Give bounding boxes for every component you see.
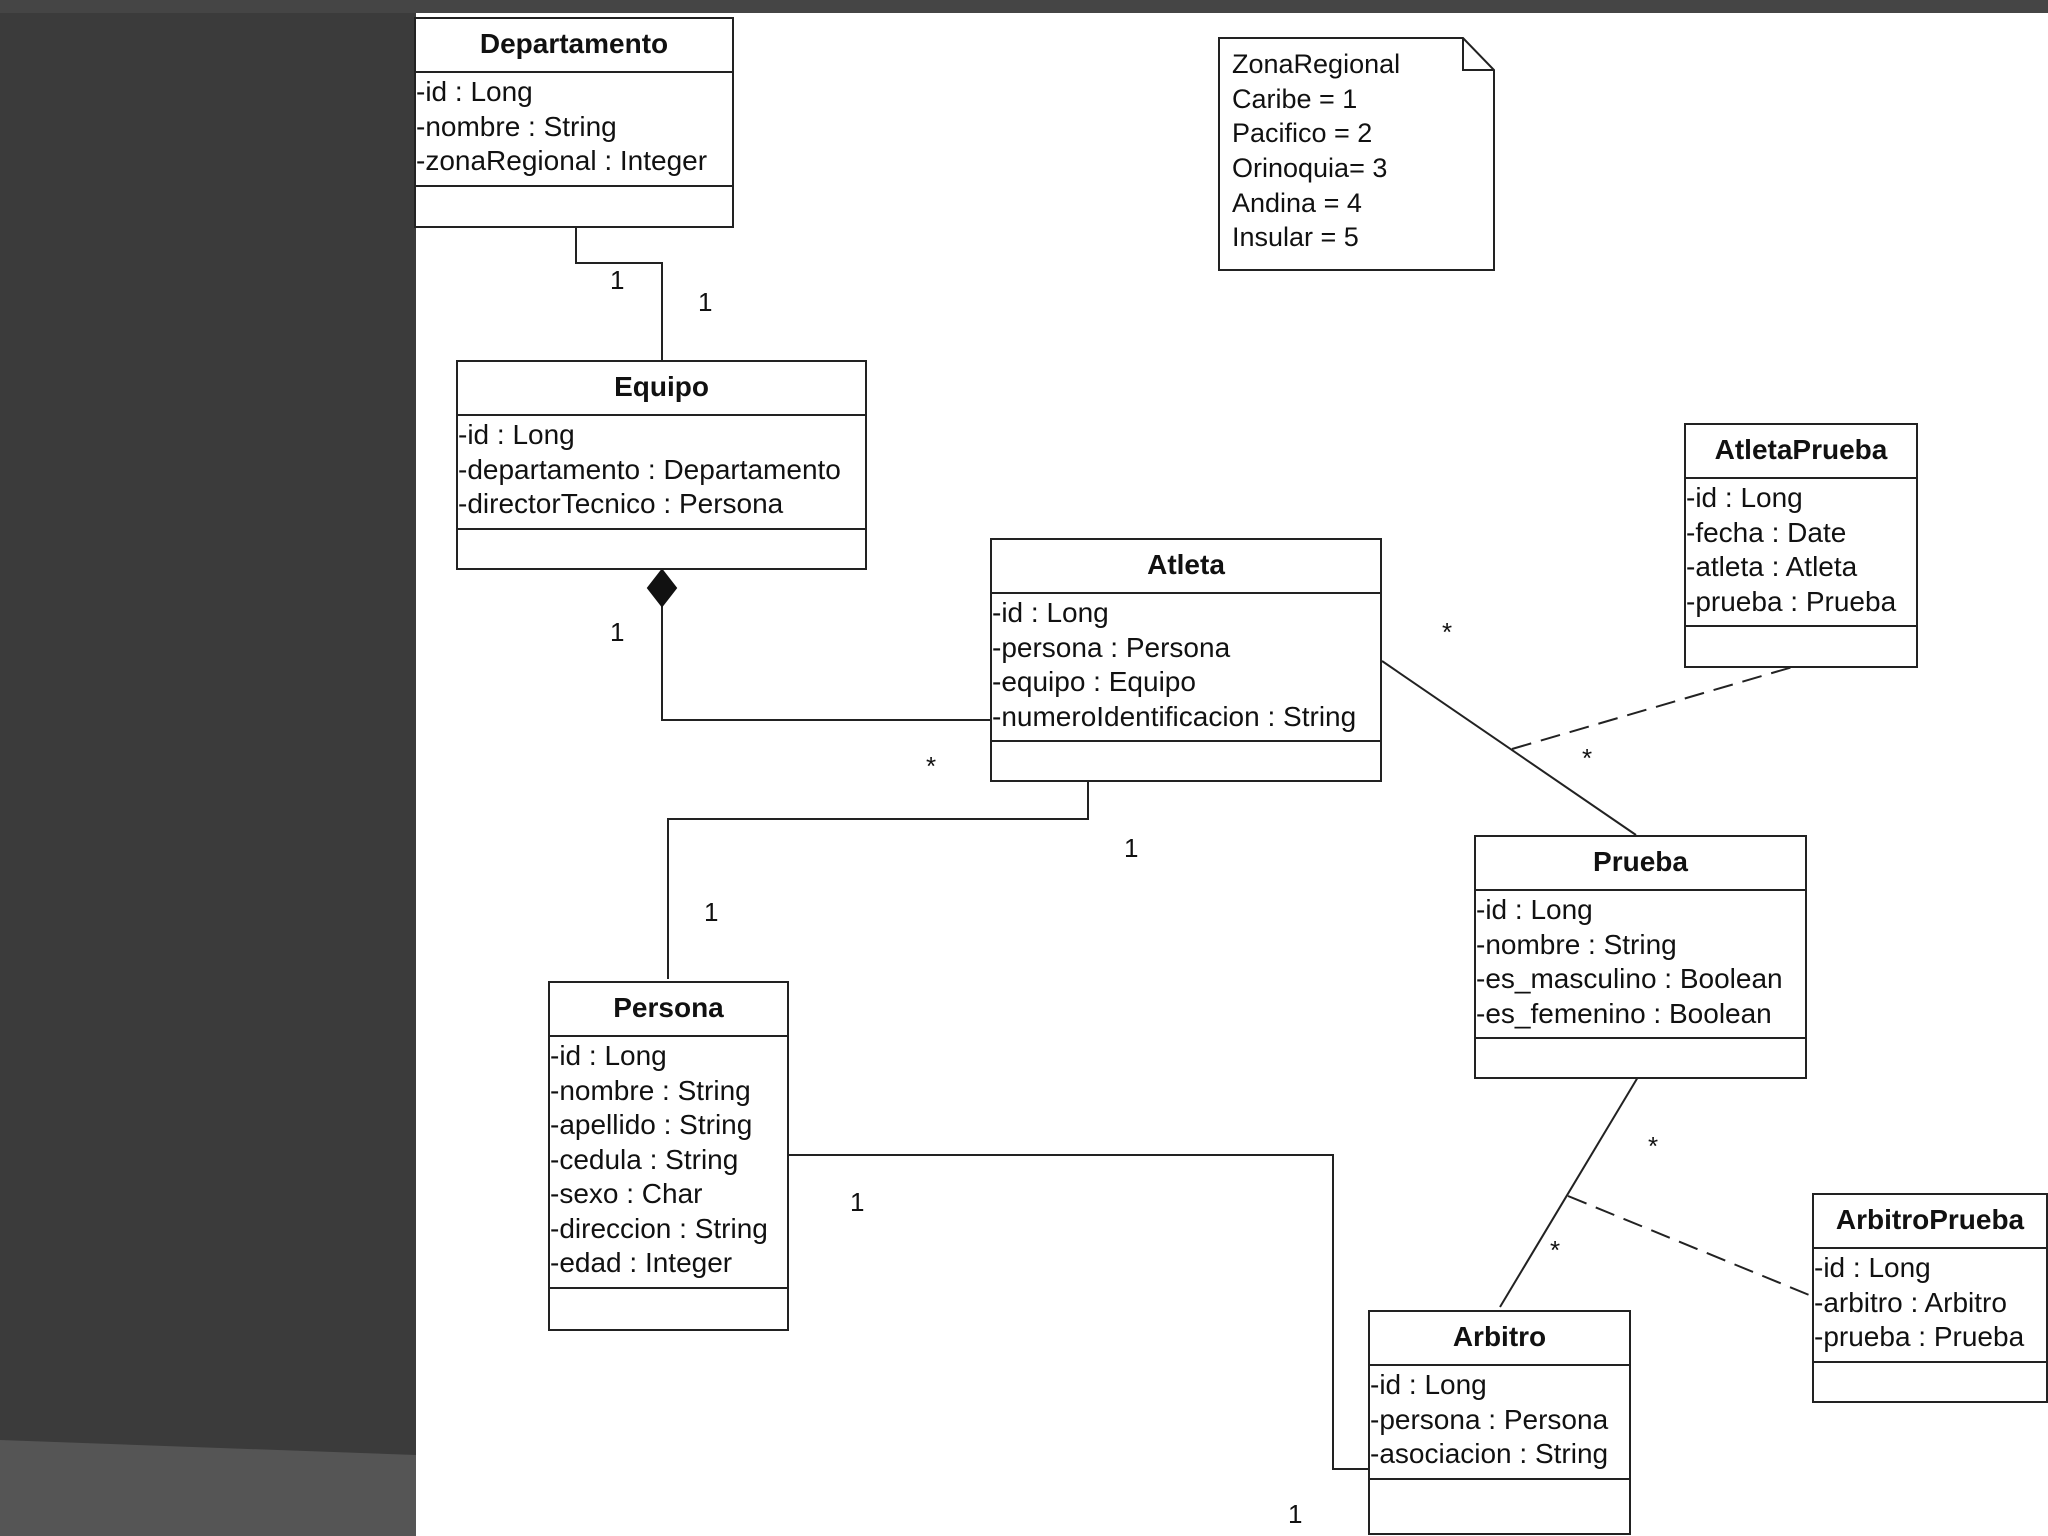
multiplicity-label: 1 (850, 1187, 865, 1217)
multiplicity-label: * (1648, 1131, 1659, 1161)
note-line: ZonaRegional (1232, 49, 1401, 79)
note-line: Pacifico = 2 (1232, 118, 1373, 148)
note-line: Caribe = 1 (1232, 84, 1358, 114)
diagram-canvas: Departamento -id : Long -nombre : String… (414, 13, 2048, 1536)
attribute-list: -id : Long -nombre : String -es_masculin… (1476, 891, 1805, 1039)
class-departamento: Departamento -id : Long -nombre : String… (414, 17, 734, 228)
attribute: -persona : Persona (1370, 1403, 1609, 1435)
attribute-list: -id : Long -persona : Persona -equipo : … (992, 594, 1380, 742)
attribute: -equipo : Equipo (992, 666, 1196, 697)
attribute-list: -id : Long -fecha : Date -atleta : Atlet… (1686, 479, 1916, 627)
multiplicity-label: 1 (610, 265, 625, 295)
attribute: -sexo : Char (550, 1178, 703, 1209)
attribute-list: -id : Long -nombre : String -apellido : … (550, 1037, 787, 1289)
note-shape (1218, 37, 1495, 271)
note-line: Insular = 5 (1232, 222, 1359, 252)
attribute: -nombre : String (1476, 928, 1677, 960)
attribute: -fecha : Date (1686, 516, 1847, 548)
class-atleta: Atleta -id : Long -persona : Persona -eq… (990, 538, 1382, 782)
attribute: -id : Long (416, 76, 533, 107)
attribute: -id : Long (1370, 1369, 1487, 1400)
multiplicity-label: 1 (610, 617, 625, 647)
class-title: Departamento (416, 19, 732, 73)
attribute: -arbitro : Arbitro (1814, 1286, 2007, 1318)
class-title: AtletaPrueba (1686, 425, 1916, 479)
class-title: Atleta (992, 540, 1380, 594)
class-title: ArbitroPrueba (1814, 1195, 2046, 1249)
class-persona: Persona -id : Long -nombre : String -ape… (548, 981, 789, 1331)
attribute-list: -id : Long -departamento : Departamento … (458, 416, 865, 530)
attribute: -direccion : String (550, 1212, 768, 1244)
class-title: Arbitro (1370, 1312, 1629, 1366)
attribute: -nombre : String (416, 110, 617, 142)
multiplicity-label: 1 (698, 287, 713, 317)
class-title: Prueba (1476, 837, 1805, 891)
note-line: Orinoquia= 3 (1232, 153, 1388, 183)
attribute: -id : Long (1686, 482, 1803, 513)
note-line: Andina = 4 (1232, 188, 1362, 218)
attribute: -numeroIdentificacion : String (992, 700, 1357, 732)
attribute: -es_masculino : Boolean (1476, 963, 1783, 994)
multiplicity-label: 1 (1124, 833, 1139, 863)
zona-regional-note: ZonaRegional Caribe = 1 Pacifico = 2 Ori… (1218, 37, 1495, 271)
class-equipo: Equipo -id : Long -departamento : Depart… (456, 360, 867, 570)
composition-diamond (646, 568, 678, 608)
multiplicity-label: 1 (1288, 1499, 1303, 1529)
attribute-list: -id : Long -arbitro : Arbitro -prueba : … (1814, 1249, 2046, 1363)
attribute: -edad : Integer (550, 1247, 733, 1278)
attribute: -es_femenino : Boolean (1476, 997, 1772, 1029)
attribute: -prueba : Prueba (1814, 1321, 2025, 1352)
attribute: -prueba : Prueba (1686, 585, 1897, 617)
class-arbitro: Arbitro -id : Long -persona : Persona -a… (1368, 1310, 1631, 1535)
attribute: -id : Long (1814, 1252, 1931, 1283)
class-title: Equipo (458, 362, 865, 416)
attribute: -directorTecnico : Persona (458, 488, 784, 519)
attribute: -persona : Persona (992, 631, 1231, 663)
multiplicity-label: * (926, 751, 937, 781)
class-atleta-prueba: AtletaPrueba -id : Long -fecha : Date -a… (1684, 423, 1918, 668)
class-prueba: Prueba -id : Long -nombre : String -es_m… (1474, 835, 1807, 1079)
attribute: -cedula : String (550, 1143, 739, 1175)
attribute: -nombre : String (550, 1074, 751, 1106)
multiplicity-label: * (1582, 743, 1593, 773)
attribute: -id : Long (992, 597, 1109, 628)
multiplicity-label: 1 (704, 897, 719, 927)
attribute: -asociacion : String (1370, 1438, 1609, 1469)
attribute: -departamento : Departamento (458, 453, 841, 485)
class-arbitro-prueba: ArbitroPrueba -id : Long -arbitro : Arbi… (1812, 1193, 2048, 1403)
attribute: -id : Long (1476, 894, 1593, 925)
attribute: -atleta : Atleta (1686, 551, 1858, 582)
multiplicity-label: * (1550, 1235, 1561, 1265)
attribute-list: -id : Long -nombre : String -zonaRegiona… (416, 73, 732, 187)
attribute: -id : Long (458, 419, 575, 450)
attribute: -zonaRegional : Integer (416, 145, 708, 176)
attribute-list: -id : Long -persona : Persona -asociacio… (1370, 1366, 1629, 1480)
association-lines (575, 227, 1815, 1470)
attribute: -apellido : String (550, 1109, 753, 1140)
multiplicity-label: * (1442, 617, 1453, 647)
attribute: -id : Long (550, 1040, 667, 1071)
class-title: Persona (550, 983, 787, 1037)
